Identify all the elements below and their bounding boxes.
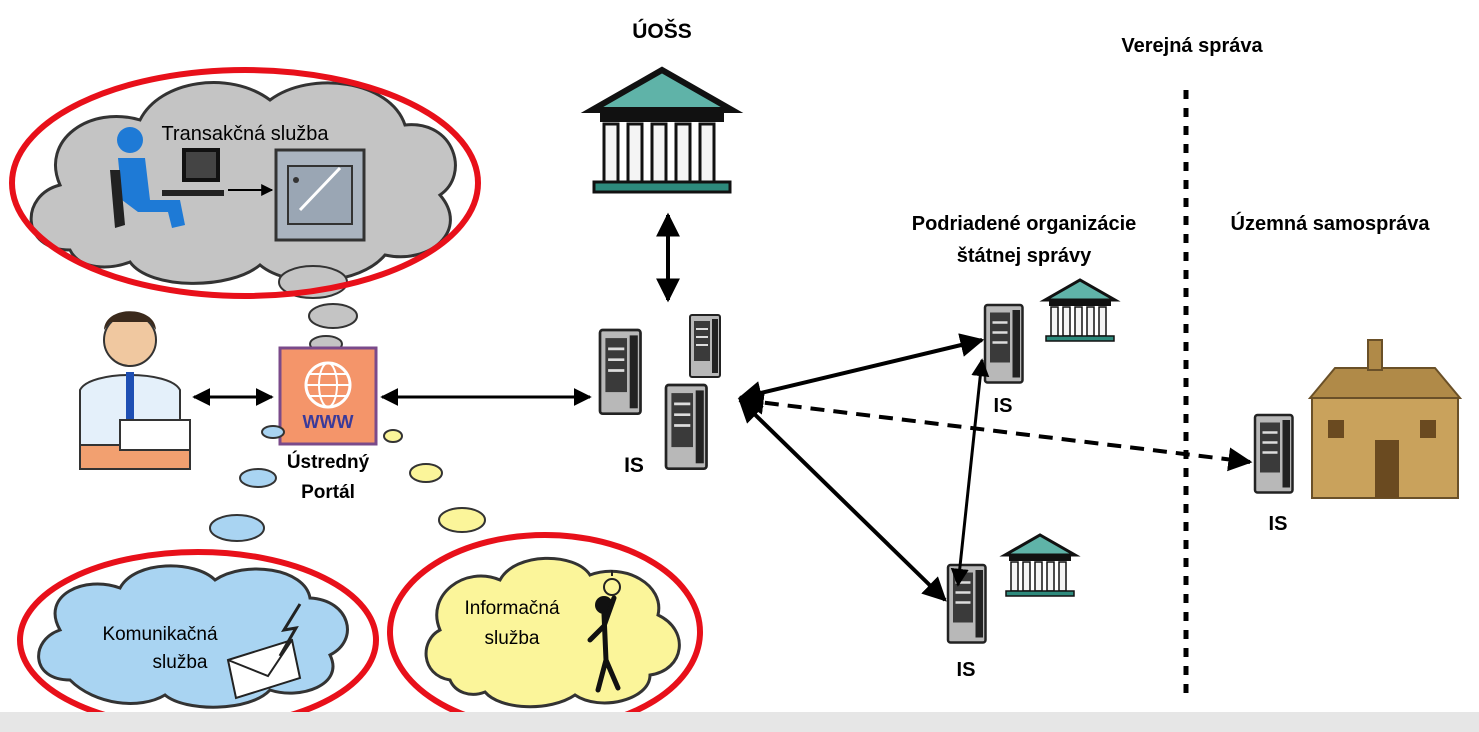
thought-bubble-blue — [261, 425, 285, 439]
transaction-service-cloud: Transakčná služba — [29, 81, 457, 285]
subordinate-org2-server-icon — [946, 563, 987, 644]
thought-bubble-blue — [209, 514, 265, 542]
subordinate-orgs-label-line1: Podriadené organizácie — [912, 213, 1137, 235]
sub1-to-sub2-arrow — [950, 358, 990, 587]
subordinate-org2-is-label: IS — [957, 659, 976, 681]
thought-bubble-yellow — [438, 507, 486, 533]
subordinate-org1-building-icon — [1043, 278, 1117, 343]
central-is-servers — [598, 314, 721, 471]
transaction-highlight-ring — [9, 67, 481, 299]
idea-person-icon — [587, 570, 621, 693]
communication-service-label-line1: Komunikačná — [102, 624, 218, 645]
transaction-service-label: Transakčná služba — [161, 123, 329, 145]
subordinate-org2-building-icon — [1003, 533, 1077, 598]
central-is-label: IS — [624, 454, 644, 477]
server-icon — [689, 314, 721, 378]
territorial-self-government-label: Územná samospráva — [1231, 211, 1431, 235]
bottom-band — [0, 712, 1479, 732]
signature-tablet-icon — [274, 148, 366, 242]
uoss-government-building-icon — [592, 70, 732, 192]
thought-bubble-blue — [239, 468, 277, 488]
information-service-label-line1: Informačná — [464, 598, 559, 619]
communication-service-label-line2: služba — [153, 652, 208, 673]
email-envelope-icon — [226, 603, 302, 700]
uoss-label: ÚOŠS — [632, 19, 692, 43]
subordinate-orgs-label-line2: štátnej správy — [957, 245, 1092, 267]
www-label: WWW — [303, 412, 354, 432]
thought-bubble-gray — [308, 303, 358, 329]
thought-bubble-yellow — [383, 429, 403, 443]
territorial-is-label: IS — [1269, 513, 1288, 535]
territorial-server-icon — [1253, 413, 1294, 494]
information-service-cloud: Informačná služba — [424, 556, 681, 709]
subordinate-org1-is-label: IS — [994, 395, 1013, 417]
central-to-territorial-dashed-arrow — [739, 390, 1253, 472]
central-portal: WWW Ústredný Portál — [278, 346, 378, 503]
central-to-sub2-arrow — [738, 398, 947, 602]
information-service-label-line2: služba — [485, 628, 540, 649]
central-to-sub1-arrow — [737, 333, 985, 405]
server-icon — [598, 328, 642, 416]
thought-bubble-yellow — [409, 463, 443, 483]
server-icon — [664, 383, 708, 471]
public-administration-label: Verejná správa — [1121, 35, 1263, 57]
communication-service-cloud: Komunikačná služba — [37, 564, 349, 709]
portal-label-line2: Portál — [301, 482, 355, 503]
subordinate-org1-server-icon — [983, 303, 1024, 384]
territorial-house-icon — [1307, 339, 1463, 499]
portal-label-line1: Ústredný — [287, 451, 370, 473]
person-at-computer-icon — [110, 127, 224, 228]
citizen-user-icon — [79, 311, 191, 470]
